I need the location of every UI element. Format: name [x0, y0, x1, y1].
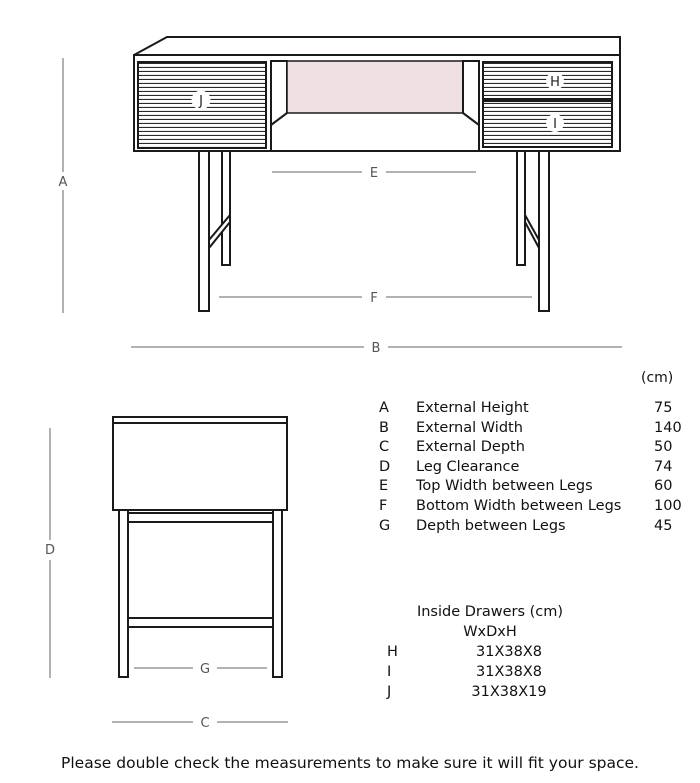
- drawer-key: I: [387, 664, 392, 680]
- drawer-size: 31X38X8: [476, 664, 542, 680]
- spec-row: F Bottom Width between Legs 100: [379, 497, 682, 517]
- spec-row: A External Height 75: [379, 399, 682, 419]
- desk-side-view: [112, 416, 288, 678]
- drawer-key: J: [387, 684, 392, 700]
- spec-value: 74: [654, 458, 673, 475]
- left-legs: [198, 150, 231, 312]
- spec-key: G: [379, 517, 391, 534]
- dim-label-f: F: [370, 291, 377, 306]
- spec-row: D Leg Clearance 74: [379, 458, 682, 478]
- inside-drawers-title: Inside Drawers (cm): [416, 604, 564, 620]
- drawer-row: J 31X38X19: [379, 684, 639, 703]
- spec-value: 100: [654, 497, 682, 514]
- inside-drawers-subtitle: WxDxH: [463, 624, 517, 640]
- spec-value: 140: [654, 419, 682, 436]
- drawer-row: H 31X38X8: [379, 644, 639, 663]
- desk-drawing: J H I A B E F D G C: [45, 36, 622, 731]
- spec-name: External Depth: [416, 439, 525, 456]
- drawer-size: 31X38X19: [471, 684, 547, 700]
- dim-label-b: B: [372, 341, 381, 356]
- center-panel: [286, 60, 464, 114]
- desk-front-view: [133, 36, 621, 312]
- spec-name: Top Width between Legs: [416, 478, 593, 495]
- spec-key: D: [379, 458, 391, 475]
- spec-row: C External Depth 50: [379, 438, 682, 458]
- drawer-j: [137, 61, 267, 149]
- unit-label: (cm): [641, 370, 674, 386]
- right-legs: [516, 150, 550, 312]
- drawer-size: 31X38X8: [476, 644, 542, 660]
- dim-label-d: D: [45, 543, 55, 558]
- spec-value: 75: [654, 400, 673, 416]
- drawer-label-j: J: [198, 94, 203, 109]
- drawer-label-h: H: [550, 75, 560, 90]
- desk-top: [133, 36, 621, 56]
- dim-label-g: G: [200, 662, 210, 677]
- dim-label-e: E: [370, 166, 378, 181]
- spec-name: External Width: [416, 419, 523, 436]
- spec-table: A External Height 75 B External Width 140 C E…: [379, 399, 682, 536]
- spec-row: B External Width 140: [379, 419, 682, 439]
- spec-row: G Depth between Legs 45: [379, 517, 682, 537]
- spec-name: External Height: [416, 400, 529, 416]
- drawer-marker-j: J: [191, 90, 211, 110]
- spec-name: Leg Clearance: [416, 458, 520, 475]
- spec-name: Bottom Width between Legs: [416, 497, 622, 514]
- dimension-lines-side: [49, 428, 288, 723]
- spec-key: B: [379, 419, 389, 436]
- dimension-lines-front: [62, 58, 622, 348]
- spec-key: E: [379, 478, 389, 495]
- drawer-marker-i: I: [546, 114, 564, 132]
- spec-key: C: [379, 439, 390, 456]
- spec-key: F: [379, 497, 388, 514]
- drawer-key: H: [387, 644, 398, 660]
- drawer-row: I 31X38X8: [379, 664, 639, 683]
- spec-value: 60: [654, 478, 673, 495]
- spec-key: A: [379, 400, 389, 416]
- spec-name: Depth between Legs: [416, 517, 566, 534]
- spec-row: E Top Width between Legs 60: [379, 477, 682, 497]
- side-top: [112, 416, 288, 511]
- dim-label-a: A: [59, 175, 68, 190]
- footer-note: Please double check the measurements to …: [61, 754, 639, 772]
- dim-label-c: C: [200, 716, 209, 731]
- spec-value: 45: [654, 517, 673, 534]
- drawer-label-i: I: [553, 117, 557, 132]
- spec-value: 50: [654, 439, 673, 456]
- drawer-marker-h: H: [546, 72, 564, 90]
